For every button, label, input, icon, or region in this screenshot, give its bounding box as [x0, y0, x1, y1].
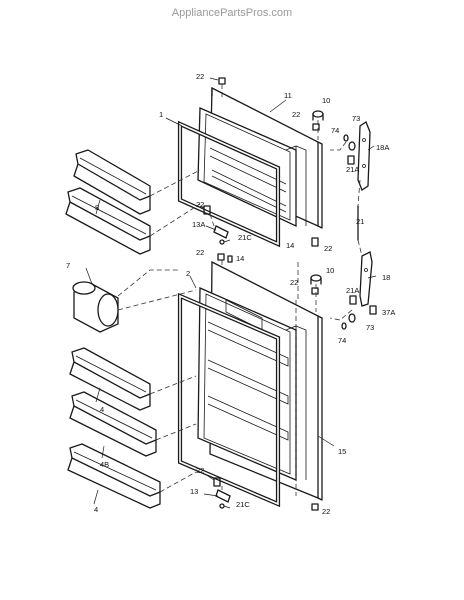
fresh-food-door-bins — [67, 347, 161, 509]
callout-4-lower: 4 — [94, 505, 98, 514]
callout-14-hinge: 14 — [236, 254, 244, 263]
callout-22-bottom: 22 — [322, 507, 330, 516]
dairy-bin — [72, 281, 119, 333]
freezer-door-gasket-highlight — [179, 122, 279, 246]
callout-8: 8 — [95, 203, 99, 212]
callout-14-mid: 14 — [286, 241, 294, 250]
callout-74-lower: 74 — [338, 336, 346, 345]
freezer-door — [197, 86, 323, 229]
watermark: AppliancePartsPros.com — [172, 7, 292, 19]
callout-11: 11 — [284, 91, 292, 100]
callout-4B: 4B — [100, 460, 109, 469]
fresh-food-door-gasket-highlight — [179, 294, 279, 506]
callout-21A-upper: 21A — [346, 165, 359, 174]
callout-10-upper: 10 — [322, 96, 330, 105]
fresh-food-door — [197, 260, 323, 501]
callout-21C-upper: 21C — [238, 233, 252, 242]
callout-15: 15 — [338, 447, 346, 456]
callout-13: 13 — [190, 487, 198, 496]
callout-21: 21 — [356, 217, 364, 226]
callout-18A: 18A — [376, 143, 389, 152]
callout-4-upper: 4 — [100, 405, 104, 414]
hinge-hardware — [203, 77, 377, 511]
callout-21C-lower: 21C — [236, 500, 250, 509]
callout-2: 2 — [186, 269, 190, 278]
freezer-door-bins — [65, 149, 151, 255]
callout-18: 18 — [382, 273, 390, 282]
callout-22-mid-right: 22 — [324, 244, 332, 253]
callout-73-lower: 73 — [366, 323, 374, 332]
callout-22-upper-bushing: 22 — [292, 110, 300, 119]
callout-22-mid-left: 22 — [196, 248, 204, 257]
callout-37A: 37A — [382, 308, 395, 317]
callout-74-upper: 74 — [331, 126, 339, 135]
leader-lines — [85, 77, 377, 509]
callout-22-lower-bushing: 22 — [290, 278, 298, 287]
assembly-lines — [117, 84, 363, 496]
callout-7: 7 — [66, 261, 70, 270]
callout-22-top: 22 — [196, 72, 204, 81]
callout-21A-lower: 21A — [346, 286, 359, 295]
callout-labels: 22 11 10 22 73 74 1 18A 21A 8 22 13A 21C… — [66, 72, 395, 516]
callout-73-upper: 73 — [352, 114, 360, 123]
callout-10-lower: 10 — [326, 266, 334, 275]
callout-1: 1 — [159, 110, 163, 119]
callout-13A: 13A — [192, 220, 205, 229]
callout-22-fresh-hinge: 22 — [196, 466, 204, 475]
callout-22-freezer-hinge: 22 — [196, 200, 204, 209]
